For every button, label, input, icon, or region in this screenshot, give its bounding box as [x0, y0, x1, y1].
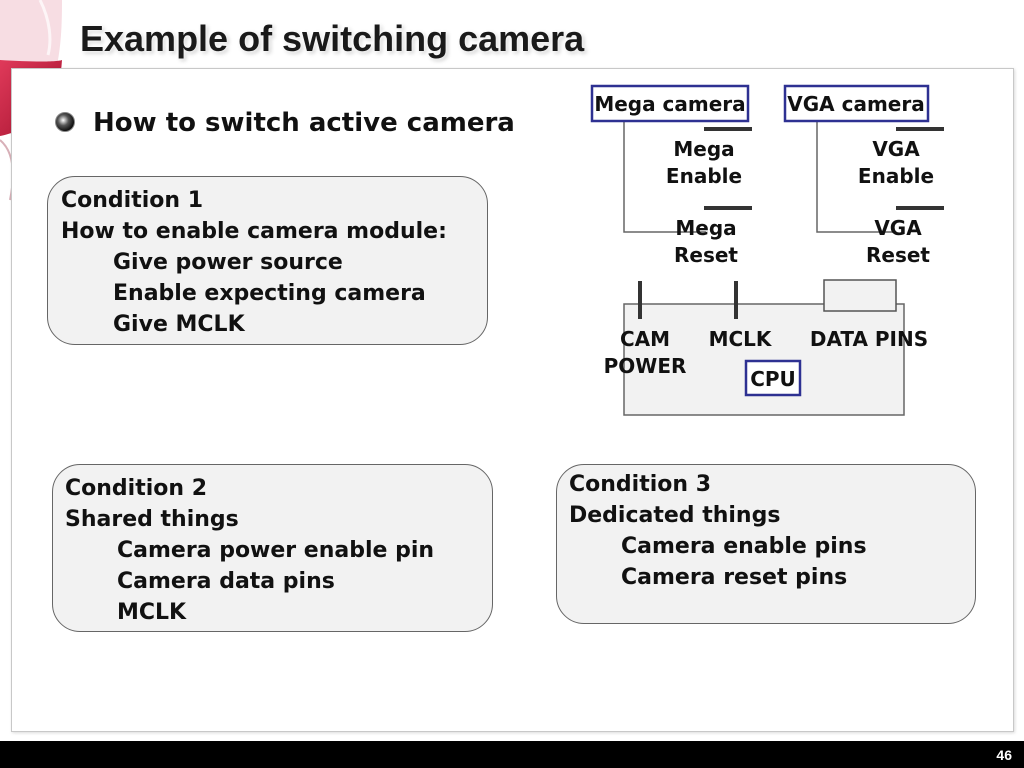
mclk-label: MCLK	[709, 327, 773, 351]
mega-camera-body	[623, 121, 706, 233]
condition-item: MCLK	[117, 600, 187, 625]
vga-camera-label: VGA camera	[787, 92, 924, 116]
condition-item: Camera power enable pin	[117, 538, 435, 563]
cpu-block	[623, 303, 905, 416]
mega-camera-label-box	[590, 84, 750, 123]
condition-heading: Condition 3	[569, 472, 712, 497]
vga-reset-label-1: VGA	[874, 216, 922, 240]
condition-heading: Condition 2	[65, 476, 208, 501]
condition-heading: Condition 1	[61, 188, 204, 213]
condition-item: Camera reset pins	[621, 565, 848, 590]
cpu-label-box	[744, 359, 802, 397]
mega-enable-label-1: Mega	[673, 137, 734, 161]
mega-camera-label: Mega camera	[594, 92, 745, 116]
mega-reset-label-1: Mega	[675, 216, 736, 240]
mega-reset-label-2: Reset	[674, 243, 738, 267]
vga-enable-label-2: Enable	[858, 164, 934, 188]
cam-power-label-1: CAM	[620, 327, 670, 351]
page-number: 46	[996, 747, 1012, 763]
vga-reset-label-2: Reset	[866, 243, 930, 267]
condition-intro: How to enable camera module:	[61, 219, 447, 244]
condition-item: Enable expecting camera	[113, 281, 426, 306]
condition-item: Camera data pins	[117, 569, 335, 594]
condition-item: Give MCLK	[113, 312, 245, 337]
condition-1-box: Condition 1 How to enable camera module:…	[47, 176, 488, 345]
mega-enable-label-2: Enable	[666, 164, 742, 188]
vga-enable-label-1: VGA	[872, 137, 920, 161]
subtitle: How to switch active camera	[93, 108, 515, 138]
footer-bar: 46	[0, 741, 1024, 768]
condition-intro: Shared things	[65, 507, 239, 532]
vga-camera-label-box	[783, 84, 930, 123]
condition-item: Camera enable pins	[621, 534, 867, 559]
cam-power-label-2: POWER	[604, 354, 687, 378]
cpu-label: CPU	[750, 367, 796, 391]
vga-camera-body	[816, 121, 896, 233]
condition-3-box: Condition 3 Dedicated things Camera enab…	[556, 464, 976, 624]
slide-title: Example of switching camera	[80, 18, 585, 59]
condition-item: Give power source	[113, 250, 343, 275]
data-pins-label: DATA PINS	[810, 327, 928, 351]
condition-2-box: Condition 2 Shared things Camera power e…	[52, 464, 493, 632]
bullet-icon	[55, 112, 75, 132]
condition-intro: Dedicated things	[569, 503, 781, 528]
data-pins-block	[823, 279, 897, 312]
